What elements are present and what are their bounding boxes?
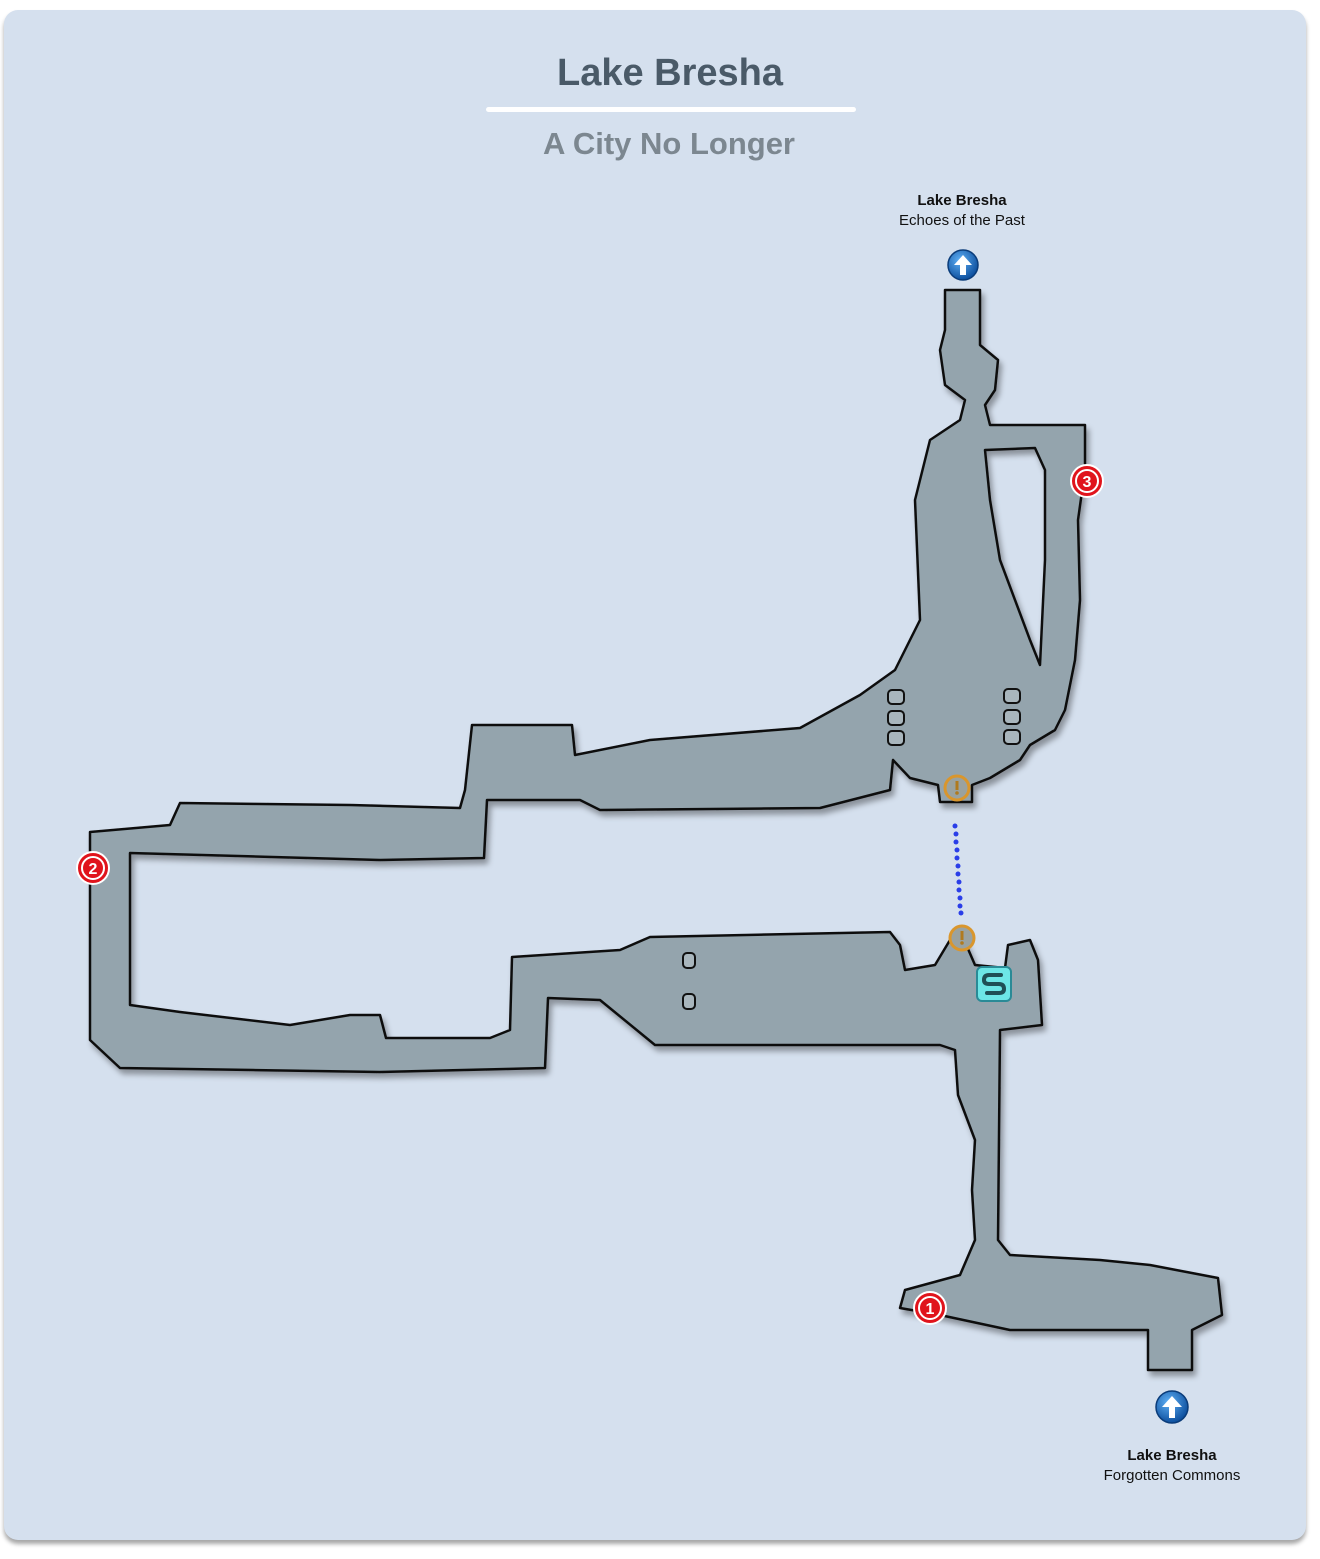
waypoint-1[interactable]: 1	[913, 1291, 947, 1325]
exit-area: Lake Bresha	[1127, 1447, 1217, 1464]
exit-name: Echoes of the Past	[899, 212, 1025, 229]
exit-arrow-icon[interactable]	[947, 249, 979, 281]
map-subtitle: A City No Longer	[542, 126, 795, 161]
exit-area: Lake Bresha	[917, 192, 1007, 209]
waypoint-label: 3	[1083, 474, 1092, 491]
alert-icon[interactable]	[948, 924, 976, 952]
pillars	[682, 688, 1021, 1010]
exit-label-bottom: Lake Bresha Forgotten Commons	[1052, 1446, 1292, 1486]
exit-label-top: Lake Bresha Echoes of the Past	[842, 191, 1082, 231]
map-floor-area	[88, 288, 1224, 1372]
save-point-icon[interactable]	[976, 966, 1012, 1002]
exit-name: Forgotten Commons	[1103, 1467, 1241, 1484]
waypoint-label: 2	[89, 861, 98, 878]
dotted-path	[952, 823, 964, 916]
waypoint-2[interactable]: 2	[76, 851, 110, 885]
waypoint-3[interactable]: 3	[1070, 464, 1104, 498]
alert-icon[interactable]	[943, 774, 971, 802]
exit-arrow-icon[interactable]	[1155, 1390, 1189, 1424]
waypoint-label: 1	[926, 1301, 935, 1318]
map-title: Lake Bresha	[556, 52, 783, 94]
title-divider	[486, 107, 856, 112]
